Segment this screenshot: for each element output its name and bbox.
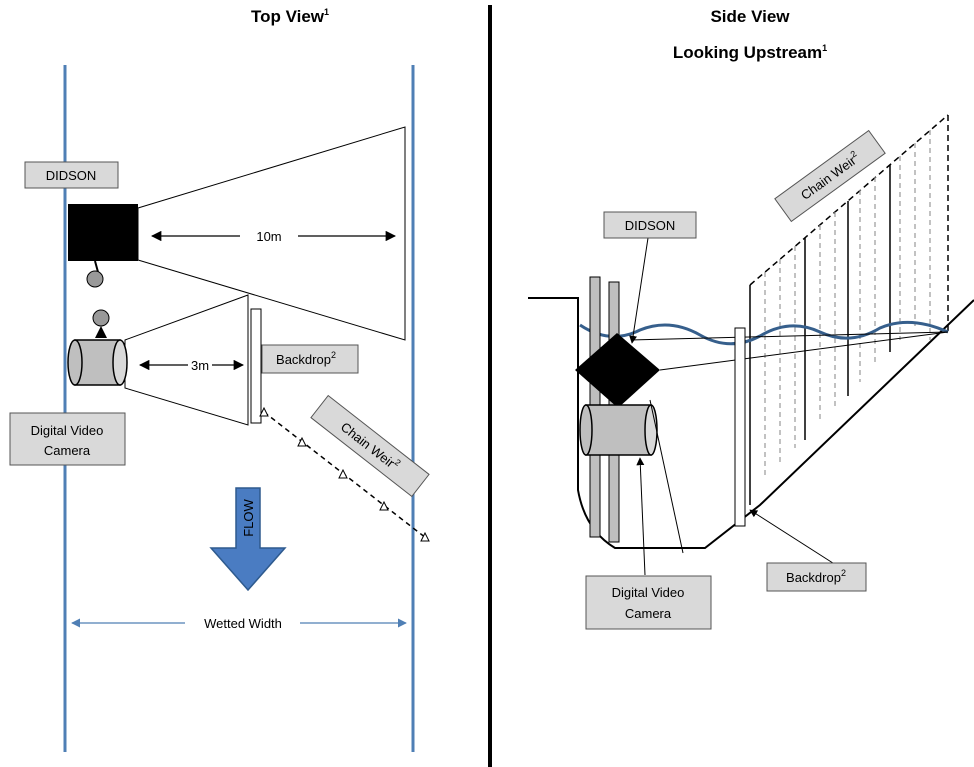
camera-view-cone — [124, 294, 249, 426]
range-10m-label: 10m — [256, 229, 281, 244]
side-didson-label-box: DIDSON — [603, 211, 697, 239]
flow-label: FLOW — [241, 498, 256, 536]
top-view-panel: Top View1 DIDSON 10m 3m — [9, 7, 430, 752]
water-surface — [579, 320, 949, 346]
svg-text:DIDSON: DIDSON — [625, 218, 676, 233]
didson-mount-icon — [86, 270, 104, 288]
flow-arrow-icon — [209, 487, 287, 592]
chain-weir-markers — [259, 406, 430, 542]
side-chain-weir-label-box: Chain Weir2 — [774, 129, 886, 223]
chain-weir-posts — [749, 165, 891, 505]
side-backdrop-label-box: Backdrop2 — [766, 562, 867, 592]
didson-unit-icon — [68, 204, 138, 261]
svg-text:Digital Video: Digital Video — [612, 585, 685, 600]
side-video-camera-icon — [579, 404, 658, 456]
side-view-panel: Side View Looking Upstream1 — [528, 7, 974, 630]
chain-weir-top-edge — [749, 114, 949, 286]
didson-label-box: DIDSON — [24, 161, 119, 189]
backdrop-label-box: Backdrop2 — [261, 344, 359, 374]
side-view-title-line2: Looking Upstream1 — [673, 43, 827, 62]
svg-text:Backdrop2: Backdrop2 — [276, 350, 336, 367]
video-camera-icon — [67, 339, 128, 386]
svg-text:Camera: Camera — [44, 443, 91, 458]
wetted-width-label: Wetted Width — [204, 616, 282, 631]
side-camera-label-box: Digital Video Camera — [585, 575, 712, 630]
chain-weir-chains — [764, 130, 931, 478]
svg-text:Camera: Camera — [625, 606, 672, 621]
svg-text:Backdrop2: Backdrop2 — [786, 568, 846, 585]
svg-text:DIDSON: DIDSON — [46, 168, 97, 183]
side-backdrop-panel — [734, 327, 746, 527]
backdrop-panel — [250, 308, 262, 424]
top-view-title: Top View1 — [251, 7, 329, 26]
side-view-title-line1: Side View — [710, 7, 790, 26]
camera-mount-icon — [92, 309, 110, 327]
chain-weir-label-box: Chain Weir2 — [310, 394, 430, 498]
svg-text:Digital Video: Digital Video — [31, 423, 104, 438]
camera-label-box: Digital Video Camera — [9, 412, 126, 466]
side-didson-unit-icon — [575, 333, 660, 408]
range-3m-label: 3m — [191, 358, 209, 373]
